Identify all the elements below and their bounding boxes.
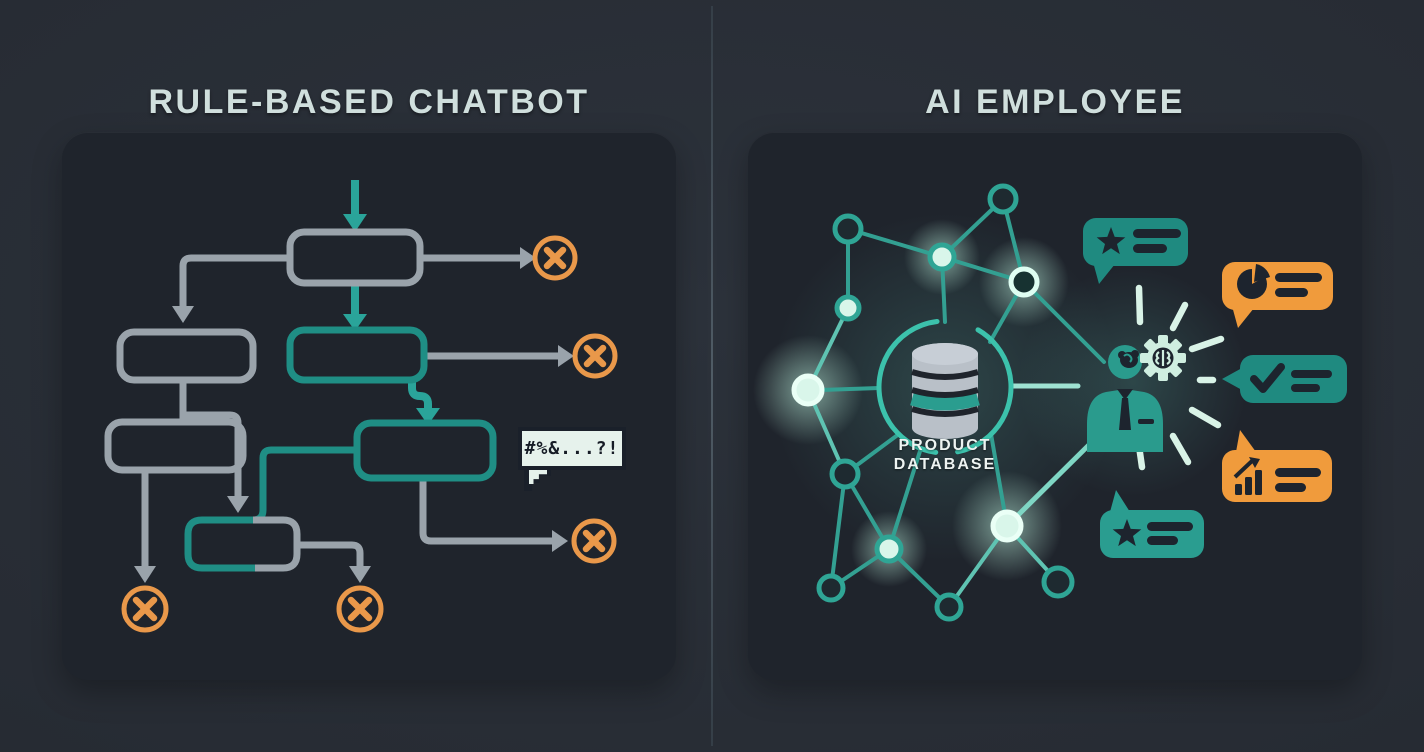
brain-icon xyxy=(1118,350,1139,368)
rule-based-chatbot-card xyxy=(62,132,676,680)
person-icon xyxy=(1087,345,1163,452)
connector-box4-deadend xyxy=(419,478,568,552)
dead-end-icon-5 xyxy=(571,518,617,564)
node xyxy=(934,592,964,622)
star-icon xyxy=(1112,519,1142,547)
flow-box6-gray-part xyxy=(253,516,301,572)
chat-bubble-pie xyxy=(1222,262,1333,328)
node xyxy=(874,534,904,564)
database-icon xyxy=(910,343,980,439)
chat-bubble-check xyxy=(1222,355,1347,403)
connector-box4-box6 xyxy=(184,446,357,572)
rays xyxy=(1135,284,1225,471)
connector-box1-box3 xyxy=(343,283,367,331)
pie-chart-icon xyxy=(1237,264,1270,299)
flow-box-3 xyxy=(286,326,428,384)
node xyxy=(987,183,1019,215)
dead-end-icon-1 xyxy=(532,235,578,281)
glitch-speech-bubble: #%&...?! xyxy=(518,427,626,470)
node xyxy=(829,458,861,490)
dead-end-icon-4 xyxy=(336,585,384,633)
left-panel-title: RULE-BASED CHATBOT xyxy=(148,82,590,121)
connector-box1-deadend xyxy=(420,247,536,269)
star-icon xyxy=(1096,227,1126,255)
ai-employee-card xyxy=(748,132,1362,680)
node xyxy=(1008,266,1040,298)
connector-box3-deadend xyxy=(424,345,574,367)
checkmark-icon xyxy=(1250,363,1285,393)
gear-brain-icon xyxy=(1155,350,1171,366)
dead-end-icon-2 xyxy=(572,333,618,379)
bar-chart-icon xyxy=(1233,457,1262,495)
flowchart-diagram xyxy=(104,180,618,633)
flow-box-4 xyxy=(353,419,497,482)
panel-divider xyxy=(711,6,713,746)
chat-bubble-star-top xyxy=(1083,218,1188,284)
node xyxy=(832,213,864,245)
database-label-line2: DATABASE xyxy=(893,456,997,473)
node xyxy=(990,509,1024,543)
database-ring xyxy=(876,318,1014,456)
network-nodes xyxy=(791,183,1075,622)
flow-box-1 xyxy=(286,228,424,287)
chat-bubble-star-bottom xyxy=(1100,490,1204,558)
node xyxy=(927,242,957,272)
connector-box1-box2 xyxy=(172,254,290,323)
gear-icon xyxy=(1140,335,1186,381)
node xyxy=(816,573,846,603)
connector-box3-box4 xyxy=(408,380,440,425)
node xyxy=(834,294,862,322)
entry-arrow xyxy=(343,180,367,232)
flow-box-2 xyxy=(116,328,257,384)
glitch-text: #%&...?! xyxy=(524,438,620,459)
database-label-line1: PRODUCT xyxy=(898,437,992,454)
node xyxy=(1041,565,1075,599)
right-panel-title: AI EMPLOYEE xyxy=(925,82,1185,121)
connector-box5-deadend xyxy=(134,470,156,583)
node xyxy=(791,373,825,407)
network-diagram xyxy=(753,183,1347,622)
chat-bubble-chart xyxy=(1222,430,1332,502)
dead-end-icon-3 xyxy=(121,585,169,633)
database-label: PRODUCT DATABASE xyxy=(861,436,1029,474)
flow-box-5 xyxy=(104,418,247,474)
connector-box6-deadend xyxy=(297,541,371,583)
